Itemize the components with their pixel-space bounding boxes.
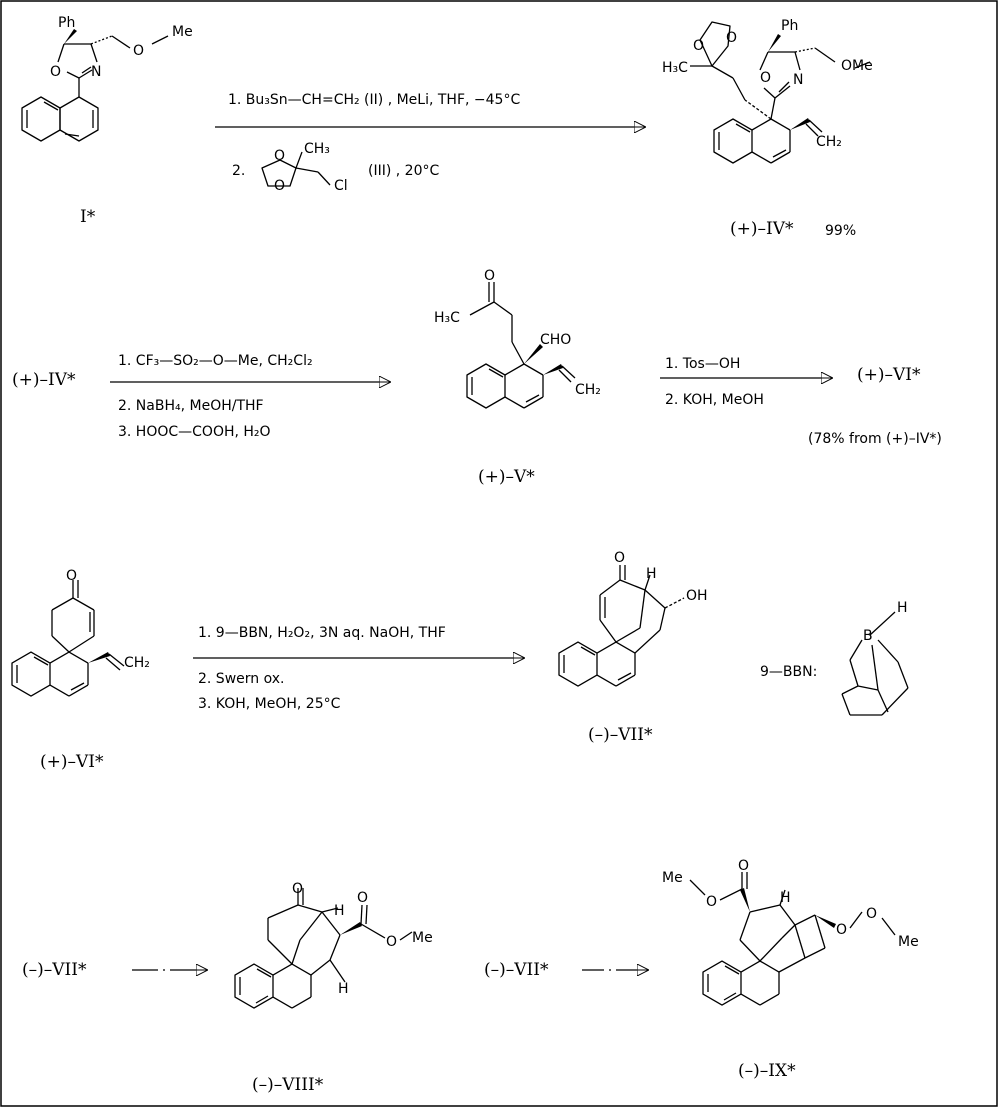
atom-O: O: [274, 178, 285, 194]
compound-label-VII-a: (–)–VII*: [22, 960, 87, 980]
atom-H: H: [338, 981, 349, 997]
atom-CH2: CH₂: [816, 134, 842, 150]
structure-VI: O CH₂: [11, 568, 150, 697]
atom-H3C: H₃C: [434, 310, 460, 326]
structure-III: O O CH₃ Cl: [261, 141, 348, 194]
reaction2-step2: 2. NaBH₄, MeOH/THF: [118, 398, 264, 414]
compound-label-IV-start: (+)–IV*: [12, 370, 76, 390]
atom-CHO: CHO: [540, 332, 571, 348]
compound-label-V: (+)–V*: [478, 467, 535, 487]
atom-O: O: [726, 30, 737, 46]
atom-O: O: [386, 934, 397, 950]
atom-CH3: CH₃: [304, 141, 330, 157]
atom-O: O: [706, 894, 717, 910]
atom-OMe: OMe: [841, 58, 873, 74]
compound-label-IV: (+)–IV*: [730, 219, 794, 239]
atom-Cl: Cl: [334, 178, 348, 194]
reaction3-step1: 1. Tos—OH: [665, 356, 740, 372]
atom-Me: Me: [898, 934, 919, 950]
atom-H: H: [897, 600, 908, 616]
atom-OH: OH: [686, 588, 708, 604]
atom-Me: Me: [172, 24, 193, 40]
structure-VII: O H OH: [558, 550, 708, 687]
reaction2-step1: 1. CF₃—SO₂—O—Me, CH₂Cl₂: [118, 353, 313, 369]
atom-O: O: [738, 858, 749, 874]
atom-H: H: [646, 566, 657, 582]
compound-label-VII-b: (–)–VII*: [484, 960, 549, 980]
reaction2-step3: 3. HOOC—COOH, H₂O: [118, 424, 271, 440]
structure-IV: O O H₃C Ph O N OMe CH₂: [662, 18, 873, 164]
structure-9-BBN: B H: [841, 600, 909, 716]
yield-IV: 99%: [825, 223, 856, 239]
reaction4-step2: 2. Swern ox.: [198, 671, 284, 687]
reaction1-step1: 1. Bu₃Sn—CH=CH₂ (II) , MeLi, THF, −45°C: [228, 92, 520, 108]
structure-I: Ph O N O Me: [21, 15, 193, 142]
atom-O: O: [866, 906, 877, 922]
reagent-label-9-BBN: 9—BBN:: [760, 664, 817, 680]
atom-H3C: H₃C: [662, 60, 688, 76]
atom-O: O: [357, 890, 368, 906]
atom-O: O: [693, 38, 704, 54]
atom-H: H: [334, 903, 345, 919]
compound-label-IX: (–)–IX*: [738, 1061, 796, 1081]
atom-N: N: [793, 72, 803, 88]
compound-label-VI: (+)–VI*: [857, 365, 921, 385]
yield-VI: (78% from (+)–IV*): [808, 431, 942, 447]
compound-label-VIII: (–)–VIII*: [252, 1075, 324, 1095]
atom-O: O: [50, 64, 61, 80]
atom-Me: Me: [412, 930, 433, 946]
atom-O: O: [274, 148, 285, 164]
atom-H: H: [780, 890, 791, 906]
atom-O: O: [614, 550, 625, 566]
atom-O: O: [133, 43, 144, 59]
atom-O: O: [66, 568, 77, 584]
structure-VIII: O H O O Me H: [234, 881, 433, 1009]
reaction3-step2: 2. KOH, MeOH: [665, 392, 764, 408]
atom-CH2: CH₂: [124, 655, 150, 671]
structure-V: O H₃C CHO CH₂: [434, 268, 601, 409]
atom-B: B: [863, 628, 873, 644]
atom-Ph: Ph: [781, 18, 798, 34]
atom-Ph: Ph: [58, 15, 75, 31]
atom-O: O: [292, 881, 303, 897]
atom-O: O: [836, 922, 847, 938]
compound-label-I: I*: [80, 207, 96, 227]
compound-label-VII: (–)–VII*: [588, 725, 653, 745]
structure-IX: O O Me H O O Me: [662, 858, 919, 1006]
reaction4-step3: 3. KOH, MeOH, 25°C: [198, 696, 341, 712]
reaction1-step2-suffix: (III) , 20°C: [368, 163, 439, 179]
reaction4-step1: 1. 9—BBN, H₂O₂, 3N aq. NaOH, THF: [198, 625, 446, 641]
reaction1-step2-prefix: 2.: [232, 163, 245, 179]
atom-Me: Me: [662, 870, 683, 886]
compound-label-VI-start: (+)–VI*: [40, 752, 104, 772]
atom-CH2: CH₂: [575, 382, 601, 398]
atom-N: N: [91, 64, 101, 80]
atom-O: O: [760, 70, 771, 86]
atom-O: O: [484, 268, 495, 284]
